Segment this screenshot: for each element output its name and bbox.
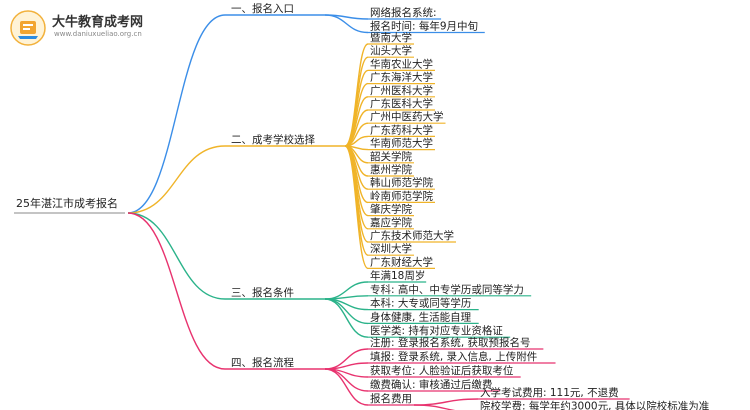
branch-2-item: 韩山师范学院 [370,176,433,189]
branch-1-item: 报名时间: 每年9月中旬 [370,20,478,33]
branch-3-item-link [324,295,369,300]
branch-2-item: 广州医科大学 [370,84,433,97]
branch-2-item: 暨南大学 [370,31,412,44]
branch-4-item: 获取考位: 人脸验证后获取考位 [370,364,514,377]
branch-2-item: 广东药科大学 [370,123,433,136]
fee-item: 入学考试费用: 111元, 不退费 [480,386,619,399]
branch-3-item: 专科: 高中、中专学历或同等学力 [370,283,524,296]
branch-2-item-link [344,145,369,270]
logo-icon [10,10,46,46]
branch-3-item-link [324,298,369,338]
branch-4-label: 四、报名流程 [231,356,294,369]
branch-4-item-link [324,368,369,406]
branch-1-label: 一、报名入口 [231,2,294,15]
branch-3-label: 三、报名条件 [231,286,294,299]
logo-name: 大牛教育成考网 [52,15,144,30]
branch-3-item-link [324,298,369,325]
site-logo: 大牛教育成考网 www.daniuxueliao.org.cn [8,8,178,50]
root-node: 25年湛江市成考报名 [16,196,118,210]
branch-2-item: 深圳大学 [370,242,412,255]
branch-2-item: 华南师范大学 [370,137,433,150]
branch-2-item-link [344,56,369,147]
branch-4-link [127,212,226,370]
branch-2-item: 广东医科大学 [370,97,433,110]
branch-3-item: 身体健康, 生活能自理 [370,310,472,323]
branch-4-item-link [324,362,369,370]
branch-2-item: 广东财经大学 [370,255,433,268]
branch-2-link [127,145,226,214]
branch-2-item: 汕头大学 [370,44,412,57]
branch-2-item: 韶关学院 [370,150,412,163]
fee-item: 院校学费: 每学年约3000元, 具体以院校标准为准 [480,400,709,410]
branch-2-item: 惠州学院 [370,163,412,176]
logo-url: www.daniuxueliao.org.cn [54,30,142,38]
branch-4-item: 报名费用 [370,392,412,405]
connector-lines [127,14,479,410]
fee-item-link [413,404,456,410]
branch-2-item: 嘉应学院 [370,216,412,229]
branch-1-item: 网络报名系统: [370,6,437,19]
branch-3-item: 本科: 大专或同等学历 [370,297,471,310]
branch-3-item: 年满18周岁 [370,269,425,282]
branch-2-item: 广州中医药大学 [370,110,444,123]
branch-3-link [127,212,226,300]
branch-2-item: 广东技术师范大学 [370,229,454,242]
branch-1-item-link [324,14,369,34]
branch-2-item: 肇庆学院 [370,203,412,216]
branch-3-item: 医学类: 持有对应专业资格证 [370,324,503,337]
mind-map-nodes: 25年湛江市成考报名 一、报名入口 网络报名系统:报名时间: 每年9月中旬二、成考… [14,2,709,410]
branch-2-item: 广东海洋大学 [370,71,433,84]
branch-4-item: 注册: 登录报名系统, 获取预报名号 [370,336,531,349]
fee-item-link [413,398,479,406]
branch-2-item: 岭南师范学院 [370,189,433,202]
branch-1-link [127,14,226,214]
branch-4-item: 填报: 登录系统, 录入信息, 上传附件 [370,350,537,363]
branch-2-label: 二、成考学校选择 [231,133,315,146]
branch-4-item: 缴费确认: 审核通过后缴费 [370,378,492,391]
branch-2-item: 华南农业大学 [370,57,433,70]
